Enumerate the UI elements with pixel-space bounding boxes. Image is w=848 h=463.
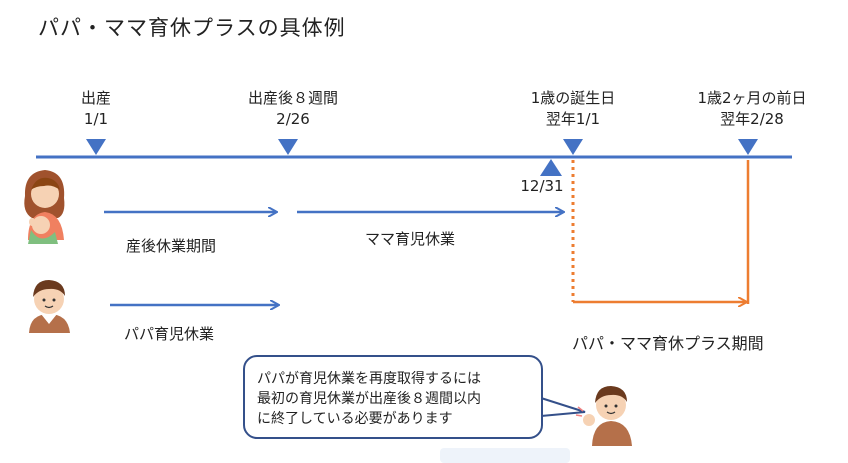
marker-label-1y2m: 1歳2ヶ月の前日 翌年2/28: [697, 89, 807, 128]
label-plus-period: パパ・ママ育休プラス期間: [572, 334, 764, 353]
marker-1y2m: [738, 139, 758, 155]
note-bubble: パパが育児休業を再度取得するには 最初の育児休業が出産後８週間以内 に終了してい…: [243, 355, 543, 439]
page-title: パパ・ママ育休プラスの具体例: [38, 16, 346, 40]
note-line-1: パパが育児休業を再度取得するには: [257, 371, 481, 387]
marker-label-1st-birthday: 1歳の誕生日 翌年1/1: [530, 89, 616, 128]
marker-label-birth: 出産 1/1: [80, 89, 111, 128]
father-illustration: [29, 280, 70, 333]
marker-label-8weeks: 出産後８週間 2/26: [247, 89, 338, 128]
label-mama-childcare: ママ育児休業: [365, 230, 456, 248]
note-line-3: に終了している必要があります: [257, 411, 453, 427]
marker-1st-birthday: [563, 139, 583, 155]
marker-8weeks: [278, 139, 298, 155]
bubble-tail: [540, 397, 586, 417]
marker-1231: [540, 159, 562, 176]
faint-bottom-band: [440, 448, 570, 463]
marker-label-1231: 12/31: [520, 177, 564, 195]
marker-birth: [86, 139, 106, 155]
label-postpartum: 産後休業期間: [126, 237, 217, 255]
father-ok-illustration: [575, 386, 632, 446]
label-papa-childcare: パパ育児休業: [124, 325, 215, 343]
note-line-2: 最初の育児休業が出産後８週間以内: [257, 391, 481, 407]
mother-baby-illustration: [24, 170, 65, 244]
